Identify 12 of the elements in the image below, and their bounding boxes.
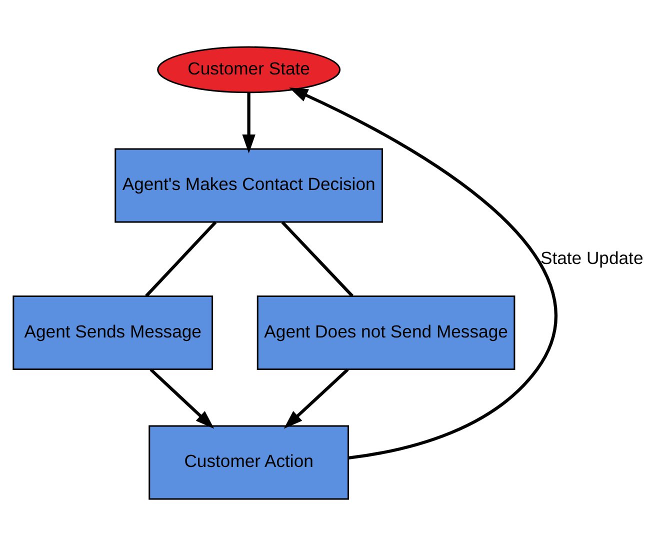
connector — [281, 221, 354, 298]
connector — [145, 221, 217, 298]
arrow — [150, 368, 214, 429]
arrow — [242, 92, 256, 154]
arrow — [284, 368, 349, 429]
node-box: Agent Does not Send Message — [256, 296, 516, 370]
node-box: Agent's Makes Contact Decision — [114, 148, 384, 223]
arrow — [289, 88, 558, 460]
edge-label: State Update — [540, 248, 644, 268]
node-ellipse: Customer State — [157, 46, 341, 94]
node-box: Customer Action — [148, 425, 350, 500]
node-box: Agent Sends Message — [12, 296, 214, 370]
